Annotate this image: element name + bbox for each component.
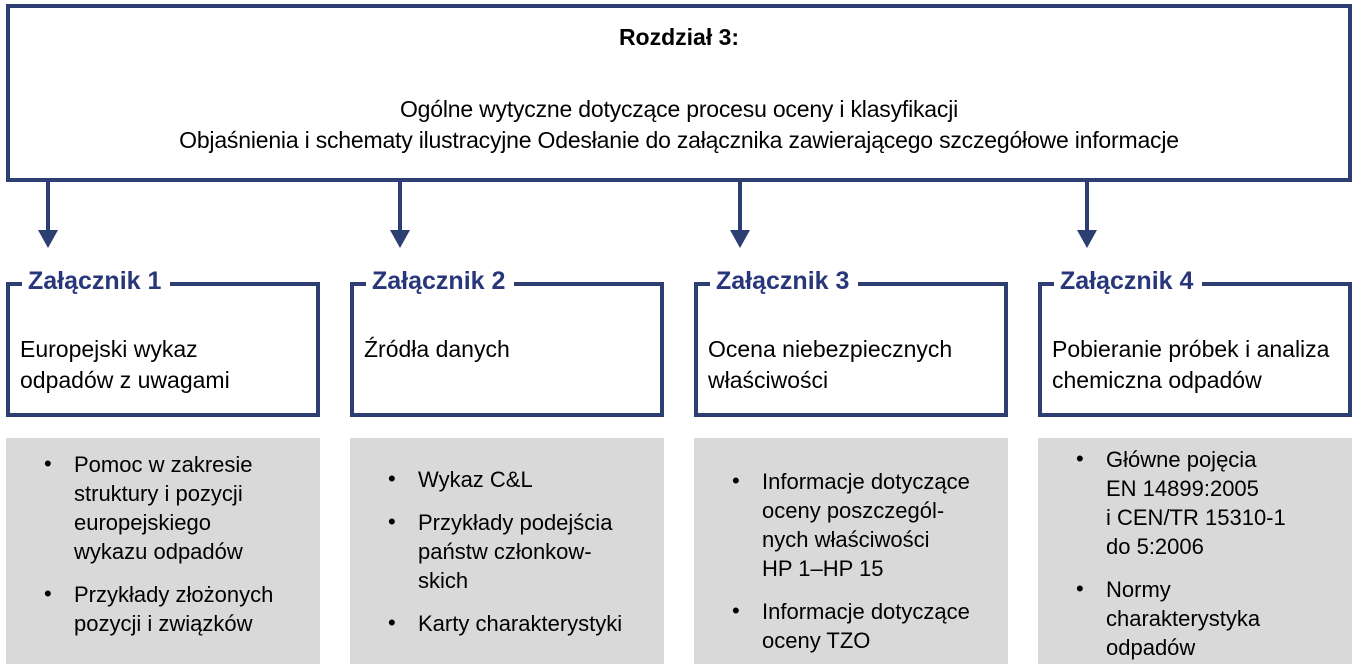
list-item: • Pomoc w zakresie struktury i pozycji eu… <box>44 450 314 566</box>
bullet-list: • Informacje dotyczące oceny poszczegól- … <box>694 438 1008 655</box>
annex-details-2: • Wykaz C&L • Przykłady podejścia państw c… <box>350 438 664 664</box>
annex-text-1: Europejski wykaz odpadów z uwagami <box>20 336 230 393</box>
bullet-text: Normy charakterystyka odpadów <box>1106 577 1261 660</box>
annex-details-4: • Główne pojęcia EN 14899:2005 i CEN/TR 1… <box>1038 438 1352 664</box>
bullet-text: Pomoc w zakresie struktury i pozycji eur… <box>74 452 253 564</box>
bullet-icon: • <box>732 598 740 623</box>
bullet-icon: • <box>732 468 740 493</box>
bullet-icon: • <box>388 610 396 635</box>
chapter-description-line-2: Objaśnienia i schematy ilustracyjne Odes… <box>179 127 1179 153</box>
list-item: • Karty charakterystyki <box>388 609 658 638</box>
annex-text-3: Ocena niebezpiecznych właściwości <box>708 336 953 393</box>
annex-details-3: • Informacje dotyczące oceny poszczegól- … <box>694 438 1008 664</box>
list-item: • Główne pojęcia EN 14899:2005 i CEN/TR 1… <box>1076 445 1346 561</box>
annex-box-1: Załącznik 1 Europejski wykaz odpadów z u… <box>6 266 320 417</box>
annex-label-4: Załącznik 4 <box>1054 266 1203 296</box>
bullet-list: • Główne pojęcia EN 14899:2005 i CEN/TR 1… <box>1038 438 1352 662</box>
chapter-description-line-1: Ogólne wytyczne dotyczące procesu oceny … <box>399 96 959 122</box>
list-item: • Informacje dotyczące oceny TZO <box>732 597 1002 655</box>
annex-details-row: • Pomoc w zakresie struktury i pozycji eu… <box>6 438 1352 664</box>
bullet-text: Wykaz C&L <box>418 467 533 492</box>
bullet-icon: • <box>44 451 52 476</box>
annex-details-1: • Pomoc w zakresie struktury i pozycji eu… <box>6 438 320 664</box>
annex-box-4: Załącznik 4 Pobieranie próbek i analiza … <box>1038 266 1352 417</box>
list-item: • Normy charakterystyka odpadów <box>1076 575 1346 662</box>
annex-box-2: Załącznik 2 Źródła danych <box>350 266 664 417</box>
annex-label-2: Załącznik 2 <box>366 266 515 296</box>
annex-label-3: Załącznik 3 <box>710 266 859 296</box>
bullet-text: Główne pojęcia EN 14899:2005 i CEN/TR 15… <box>1106 447 1286 559</box>
chapter-title: Rozdział 3: <box>618 24 740 50</box>
list-item: • Informacje dotyczące oceny poszczegól- … <box>732 467 1002 583</box>
arrow-down-icon <box>38 182 58 248</box>
bullet-text: Przykłady złożonych pozycji i związków <box>74 582 274 636</box>
bullet-text: Informacje dotyczące oceny poszczegól- n… <box>762 469 970 581</box>
bullet-list: • Wykaz C&L • Przykłady podejścia państw c… <box>350 438 664 638</box>
annex-row: Załącznik 1 Europejski wykaz odpadów z u… <box>6 266 1352 417</box>
bullet-icon: • <box>388 466 396 491</box>
annex-label-1: Załącznik 1 <box>22 266 171 296</box>
bullet-list: • Pomoc w zakresie struktury i pozycji eu… <box>6 438 320 638</box>
arrow-down-icon <box>390 182 410 248</box>
bullet-icon: • <box>388 509 396 534</box>
list-item: • Przykłady złożonych pozycji i związków <box>44 580 314 638</box>
bullet-text: Przykłady podejścia państw członkow- ski… <box>418 510 613 593</box>
bullet-icon: • <box>1076 446 1084 471</box>
list-item: • Przykłady podejścia państw członkow- sk… <box>388 508 658 595</box>
arrow-down-icon <box>1077 182 1097 248</box>
bullet-icon: • <box>44 581 52 606</box>
bullet-text: Informacje dotyczące oceny TZO <box>762 599 970 653</box>
annex-text-4: Pobieranie próbek i analiza chemiczna od… <box>1052 336 1330 393</box>
arrow-down-icon <box>730 182 750 248</box>
annex-text-2: Źródła danych <box>364 336 510 362</box>
bullet-text: Karty charakterystyki <box>418 611 623 636</box>
bullet-icon: • <box>1076 576 1084 601</box>
list-item: • Wykaz C&L <box>388 465 658 494</box>
annex-box-3: Załącznik 3 Ocena niebezpiecznych właści… <box>694 266 1008 417</box>
chapter-box: Rozdział 3: Ogólne wytyczne dotyczące pr… <box>6 4 1352 182</box>
chapter-description: Ogólne wytyczne dotyczące procesu oceny … <box>10 94 1348 156</box>
